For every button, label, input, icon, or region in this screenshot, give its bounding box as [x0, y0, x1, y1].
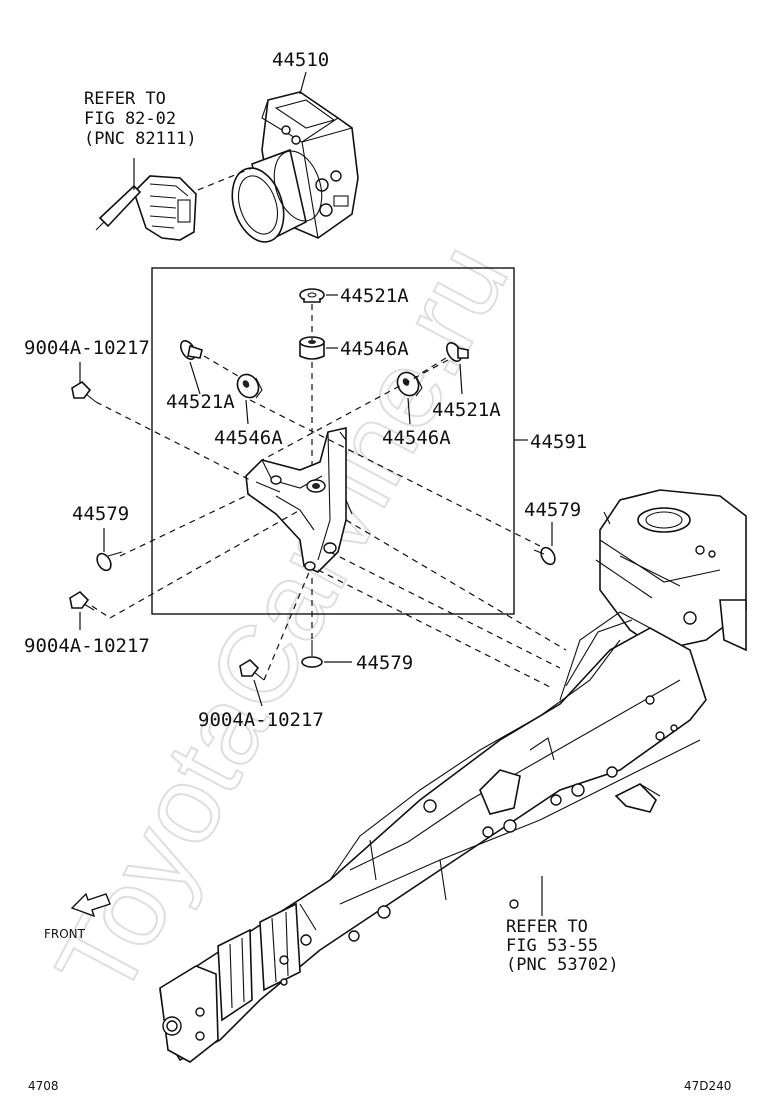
bolt-bottom[interactable]	[239, 658, 265, 681]
label-screw-left: 44579	[72, 503, 129, 525]
label-cushion-left: 44521A	[166, 391, 235, 413]
refer-body-line1: REFER TO	[506, 917, 588, 937]
actuator-bracket[interactable]	[245, 427, 353, 573]
label-grommet-top: 44546A	[340, 338, 409, 360]
refer-body-line3: (PNC 53702)	[506, 955, 619, 975]
grommet-top[interactable]	[299, 336, 325, 360]
label-screw-right: 44579	[524, 499, 581, 521]
bracket-group-frame	[151, 267, 515, 615]
bolt-left-lower[interactable]	[69, 590, 95, 611]
screw-right[interactable]	[533, 545, 558, 567]
cushion-left[interactable]	[178, 338, 203, 361]
label-44510: 44510	[272, 49, 329, 71]
refer-connector-line2: FIG 82-02	[84, 109, 176, 129]
refer-connector-line3: (PNC 82111)	[84, 129, 197, 149]
refer-connector-line1: REFER TO	[84, 89, 166, 109]
abs-actuator[interactable]	[223, 91, 359, 249]
label-bolt-left-upper: 9004A-10217	[24, 337, 150, 359]
cushion-right[interactable]	[444, 340, 469, 363]
label-grommet-left: 44546A	[214, 427, 283, 449]
label-grommet-right: 44546A	[382, 427, 451, 449]
label-screw-bottom: 44579	[356, 652, 413, 674]
footer-left-code: 4708	[28, 1079, 59, 1093]
label-bolt-left-lower: 9004A-10217	[24, 635, 150, 657]
label-cushion-top: 44521A	[340, 285, 409, 307]
cushion-top[interactable]	[299, 288, 325, 303]
front-label: FRONT	[44, 927, 86, 941]
label-bolt-bottom: 9004A-10217	[198, 709, 324, 731]
label-44591: 44591	[530, 431, 587, 453]
grommet-right[interactable]	[393, 369, 423, 400]
front-arrow-icon	[70, 892, 111, 918]
screw-bottom[interactable]	[301, 640, 323, 668]
footer-right-code: 47D240	[684, 1079, 731, 1093]
grommet-left[interactable]	[233, 371, 263, 402]
bolt-left-upper[interactable]	[71, 380, 97, 403]
body-frame-rail[interactable]	[159, 489, 747, 1063]
refer-body-line2: FIG 53-55	[506, 936, 598, 956]
label-cushion-right: 44521A	[432, 399, 501, 421]
wire-harness-connector[interactable]	[95, 175, 197, 241]
screw-left[interactable]	[94, 551, 123, 573]
